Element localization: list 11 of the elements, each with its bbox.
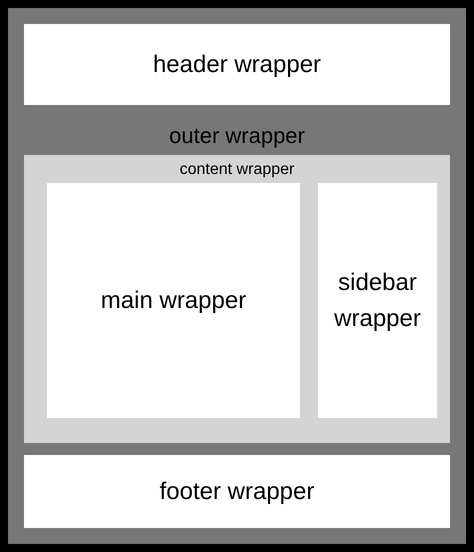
wrapper-label: footer wrapper bbox=[160, 476, 314, 506]
header-panel bbox=[24, 24, 450, 105]
content-wrapper-panel bbox=[24, 155, 450, 443]
sidebar-panel bbox=[318, 183, 437, 418]
wrapper-label: header wrapper bbox=[152, 50, 322, 80]
footer-panel bbox=[24, 455, 450, 528]
main-panel bbox=[47, 183, 300, 418]
wrapper-label: outer wrapper bbox=[169, 122, 305, 150]
wrapper-label: content wrapper bbox=[180, 160, 294, 180]
wrapper-label: sidebar wrapper bbox=[333, 268, 422, 334]
wrapper-label: main wrapper bbox=[100, 286, 246, 316]
